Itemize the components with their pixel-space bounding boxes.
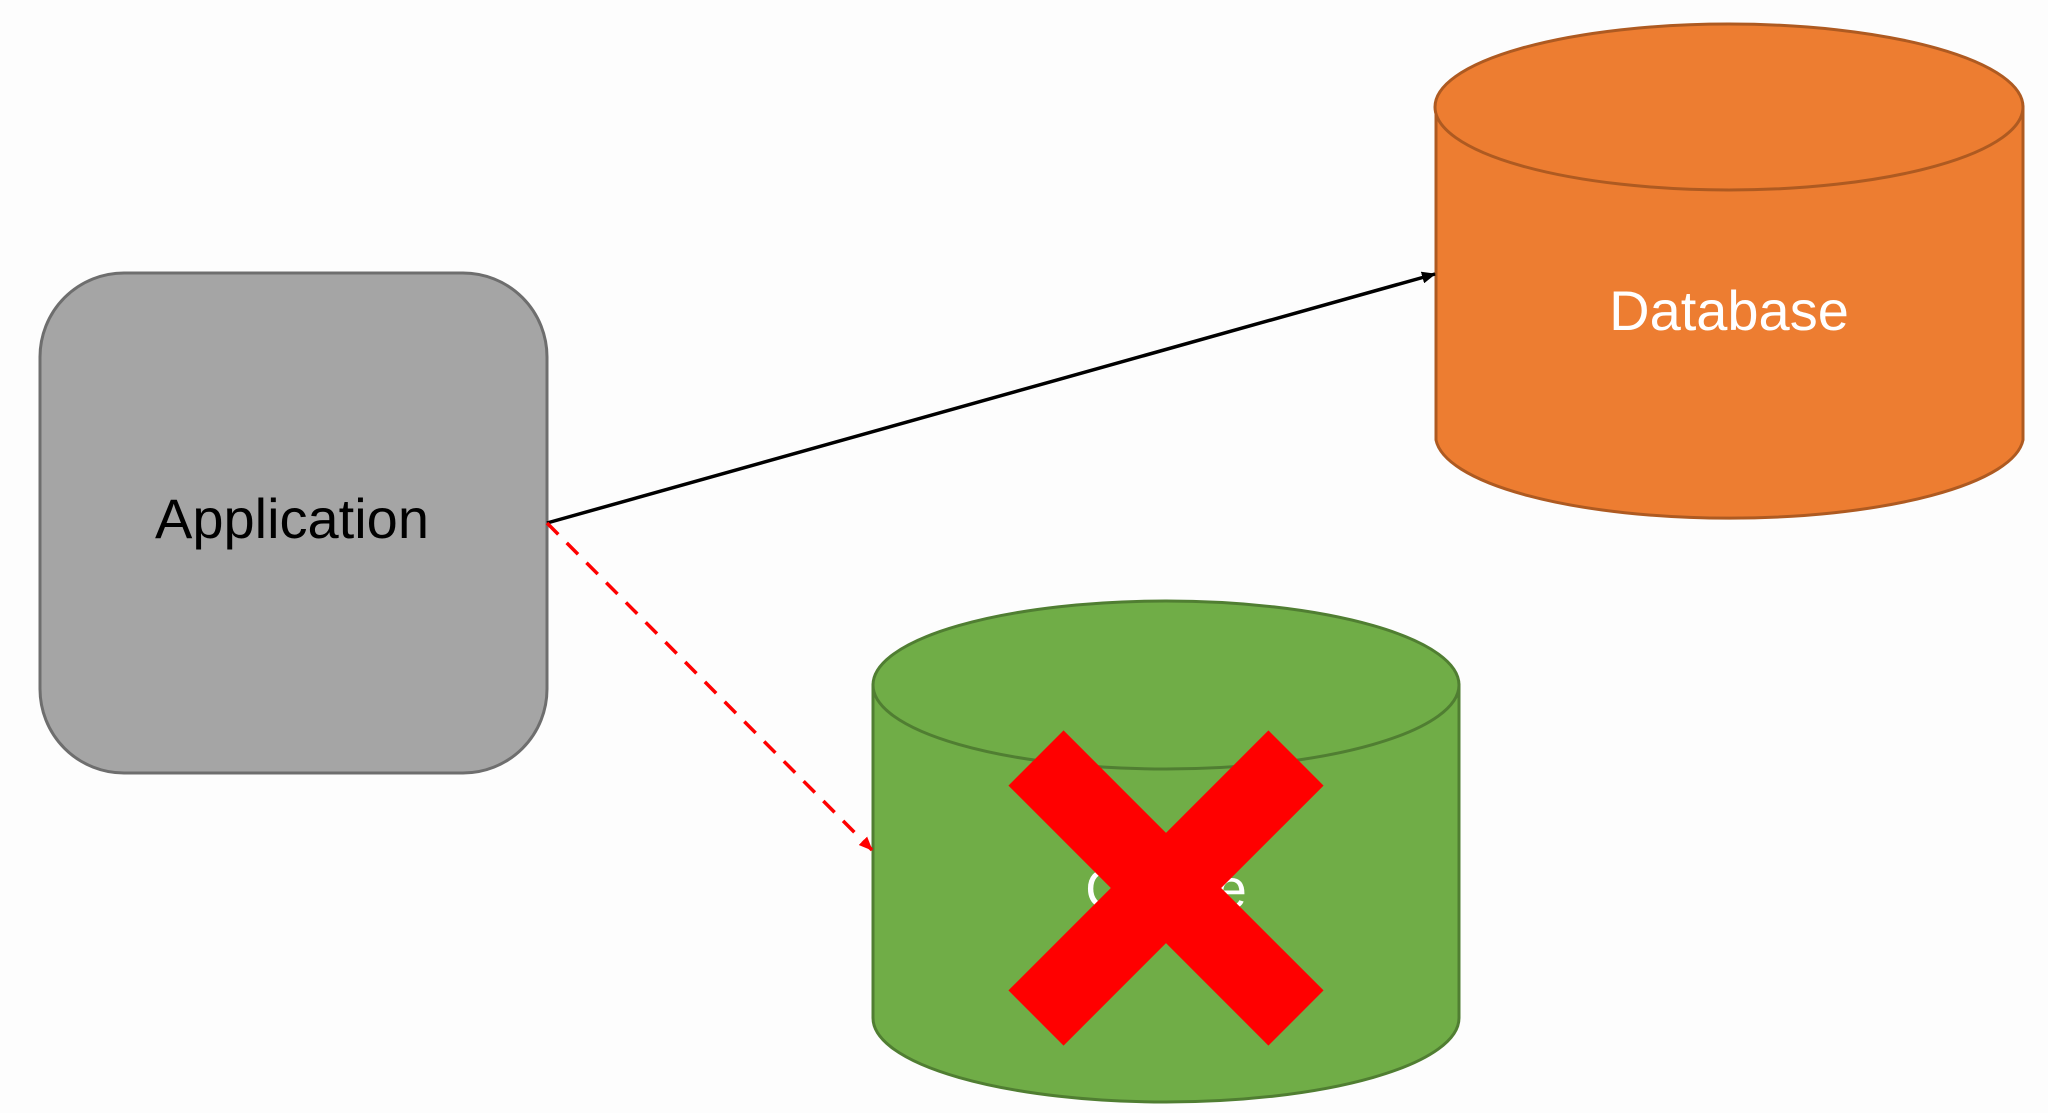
database-cylinder-top xyxy=(1433,22,2025,192)
edge-application-to-database xyxy=(546,271,1436,525)
application-node[interactable]: Application xyxy=(38,271,549,775)
database-node[interactable]: Database xyxy=(1433,22,2025,520)
application-label: Application xyxy=(155,487,429,550)
cache-cylinder-top xyxy=(871,599,1461,771)
cross-icon xyxy=(1008,730,1324,1046)
edge-application-to-cache xyxy=(545,521,874,852)
database-cylinder-body xyxy=(1434,105,2025,520)
database-label: Database xyxy=(1609,279,1849,342)
